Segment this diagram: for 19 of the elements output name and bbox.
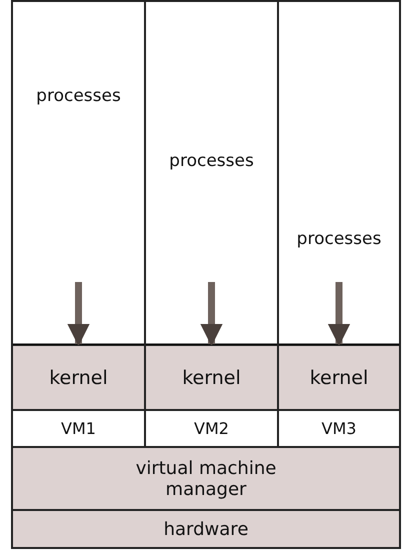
arrow (328, 282, 350, 346)
layer-label: VM2 (194, 419, 229, 438)
vm-box (278, 410, 400, 447)
arrow (67, 282, 90, 346)
vm-box (145, 410, 278, 447)
layer-label: VM1 (61, 419, 96, 438)
layer-label: VM3 (322, 419, 356, 438)
kernel-box (145, 345, 278, 410)
layer-label: kernel (182, 366, 241, 388)
arrow (200, 282, 223, 346)
hardware-box (12, 510, 400, 548)
layer-label: kernel (49, 366, 108, 388)
vm-box (12, 410, 145, 447)
kernel-box (12, 345, 145, 410)
manager-box (12, 447, 400, 510)
kernel-box (278, 345, 400, 410)
layer-label: kernel (310, 366, 368, 388)
layer-label: virtual machine manager (134, 458, 278, 500)
layer-label: hardware (164, 518, 248, 540)
